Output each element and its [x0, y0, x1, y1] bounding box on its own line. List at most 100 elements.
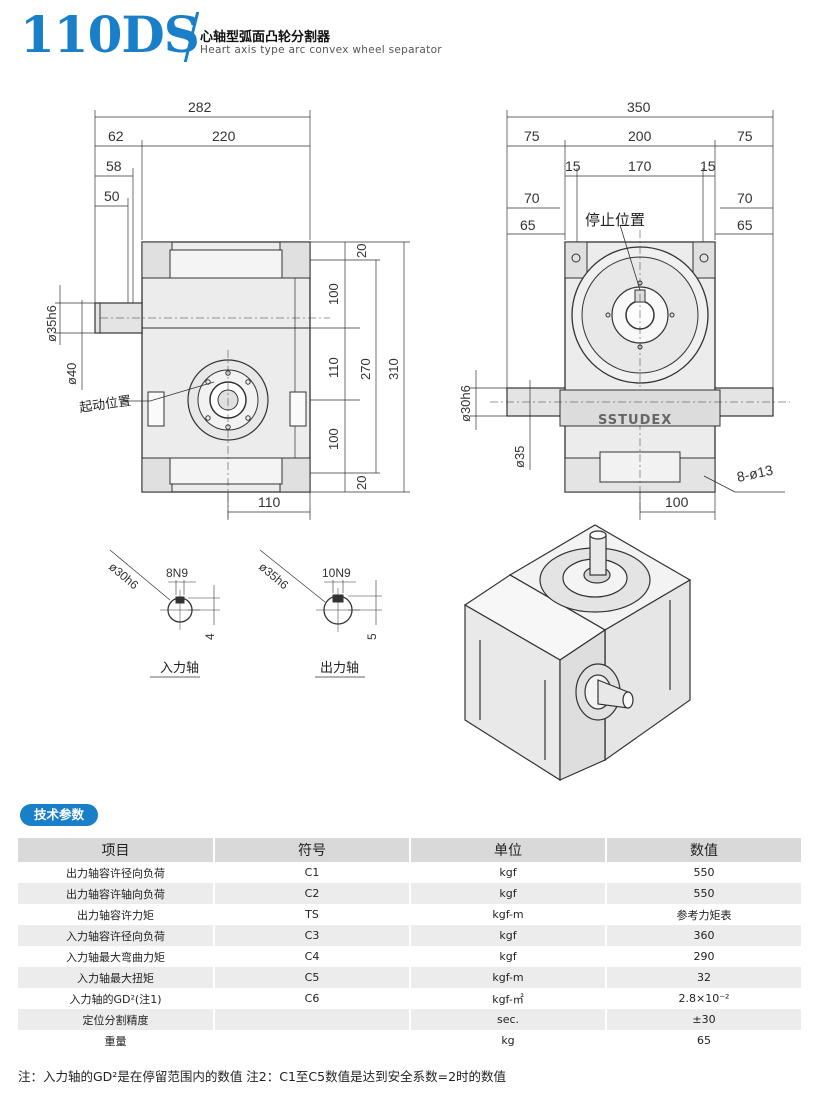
dim-right-holes: 8-ø13 [735, 462, 774, 485]
row-symbol: C6 [214, 988, 411, 1009]
dim-right-70a: 70 [524, 190, 540, 206]
table-row: 入力轴最大弯曲力矩 C4 kgf 290 [18, 946, 801, 967]
output-shaft-key: 10N9 [322, 566, 351, 580]
dim-right-15b: 15 [700, 158, 716, 174]
dim-left-shaft-dia: ø35h6 [44, 305, 59, 342]
header-value: 数值 [606, 838, 801, 862]
dim-right-bottom: 100 [665, 494, 689, 510]
header-symbol: 符号 [214, 838, 411, 862]
dim-left-r100a: 100 [326, 283, 341, 305]
spec-table: 项目 符号 单位 数值 出力轴容许径向负荷 C1 kgf 550 出力轴容许轴向… [18, 838, 801, 1051]
input-shaft-section [109, 549, 220, 678]
dim-right-flange-dia: ø35 [512, 446, 527, 468]
dim-left-220: 220 [212, 128, 236, 144]
table-row: 入力轴容许径向负荷 C3 kgf 360 [18, 925, 801, 946]
dim-right-15a: 15 [565, 158, 581, 174]
row-item: 出力轴容许轴向负荷 [18, 883, 215, 904]
input-shaft-label: 入力轴 [160, 661, 199, 676]
brand-label: SSTUDEX [598, 413, 672, 428]
dim-right-70b: 70 [737, 190, 753, 206]
header-unit: 单位 [410, 838, 607, 862]
dim-left-bottom: 110 [258, 494, 281, 510]
row-item: 入力轴容许径向负荷 [18, 925, 215, 946]
title-english: Heart axis type arc convex wheel separat… [200, 44, 442, 56]
dim-right-75b: 75 [737, 128, 753, 144]
row-unit: kgf [410, 862, 607, 883]
right-view-drawing [470, 110, 790, 520]
row-value: 550 [606, 883, 801, 904]
row-item: 入力轴的GD²(注1) [18, 988, 215, 1009]
row-value: 参考力矩表 [606, 904, 801, 925]
row-symbol [214, 1009, 411, 1030]
table-row: 入力轴的GD²(注1) C6 kgf-㎡ 2.8×10⁻² [18, 988, 801, 1009]
header-item: 项目 [18, 838, 215, 862]
row-item: 入力轴最大弯曲力矩 [18, 946, 215, 967]
row-item: 出力轴容许径向负荷 [18, 862, 215, 883]
title-chinese: 心轴型弧面凸轮分割器 [200, 30, 331, 45]
page-header: 110DS 心轴型弧面凸轮分割器 Heart axis type arc con… [0, 0, 813, 80]
row-item: 出力轴容许力矩 [18, 904, 215, 925]
table-row: 出力轴容许轴向负荷 C2 kgf 550 [18, 883, 801, 904]
row-value: ±30 [606, 1009, 801, 1030]
input-shaft-key: 8N9 [166, 566, 188, 580]
dim-right-75a: 75 [524, 128, 540, 144]
dim-left-r100b: 100 [326, 428, 341, 450]
row-symbol [214, 1030, 411, 1051]
dim-right-65a: 65 [520, 217, 536, 233]
row-item: 入力轴最大扭矩 [18, 967, 215, 988]
dim-left-flange-dia: ø40 [64, 363, 79, 385]
row-value: 32 [606, 967, 801, 988]
technical-drawings: 282 62 220 58 50 20 100 110 100 20 270 3… [44, 99, 790, 782]
row-unit: kgf [410, 946, 607, 967]
table-row: 入力轴最大扭矩 C5 kgf-m 32 [18, 967, 801, 988]
output-shaft-dia: ø35h6 [256, 560, 291, 593]
dim-right-65b: 65 [737, 217, 753, 233]
row-symbol: C3 [214, 925, 411, 946]
dim-right-200: 200 [628, 128, 652, 144]
row-value: 2.8×10⁻² [606, 988, 801, 1009]
row-symbol: C5 [214, 967, 411, 988]
dim-left-58: 58 [106, 158, 122, 174]
row-unit: kgf [410, 883, 607, 904]
table-row: 出力轴容许力矩 TS kgf-m 参考力矩表 [18, 904, 801, 925]
input-shaft-depth: 4 [203, 633, 217, 640]
footnote: 注：入力轴的GD²是在停留范围内的数值 注2：C1至C5数值是达到安全系数=2时… [18, 1069, 507, 1084]
row-symbol: C1 [214, 862, 411, 883]
row-value: 360 [606, 925, 801, 946]
table-header-row: 项目 符号 单位 数值 [18, 838, 801, 862]
row-value: 65 [606, 1030, 801, 1051]
row-unit: kg [410, 1030, 607, 1051]
dim-left-282: 282 [188, 99, 212, 115]
label-start-position: 起动位置 [78, 394, 132, 416]
dim-left-r270: 270 [358, 358, 373, 380]
dim-left-r20a: 20 [354, 244, 369, 258]
dim-left-r110: 110 [326, 357, 341, 378]
row-item: 定位分割精度 [18, 1009, 215, 1030]
table-row: 重量 kg 65 [18, 1030, 801, 1051]
row-value: 290 [606, 946, 801, 967]
left-view-drawing [55, 110, 410, 520]
dim-right-170: 170 [628, 158, 652, 174]
row-item: 重量 [18, 1030, 215, 1051]
model-number: 110DS [20, 5, 200, 64]
row-unit: kgf-m [410, 967, 607, 988]
row-unit: kgf [410, 925, 607, 946]
table-row: 出力轴容许径向负荷 C1 kgf 550 [18, 862, 801, 883]
spec-section-badge: 技术参数 [20, 804, 98, 826]
dim-left-62: 62 [108, 128, 124, 144]
label-stop-position: 停止位置 [585, 211, 645, 229]
row-unit: kgf-㎡ [410, 988, 607, 1009]
row-unit: sec. [410, 1009, 607, 1030]
dim-left-r310: 310 [386, 358, 401, 380]
dim-right-350: 350 [627, 99, 651, 115]
output-shaft-section [259, 549, 382, 678]
dim-right-shaft-dia: ø30h6 [458, 385, 473, 422]
row-value: 550 [606, 862, 801, 883]
input-shaft-dia: ø30h6 [106, 560, 141, 593]
row-symbol: C2 [214, 883, 411, 904]
dim-left-50: 50 [104, 188, 120, 204]
table-row: 定位分割精度 sec. ±30 [18, 1009, 801, 1030]
isometric-view-drawing [463, 524, 692, 782]
row-unit: kgf-m [410, 904, 607, 925]
row-symbol: C4 [214, 946, 411, 967]
